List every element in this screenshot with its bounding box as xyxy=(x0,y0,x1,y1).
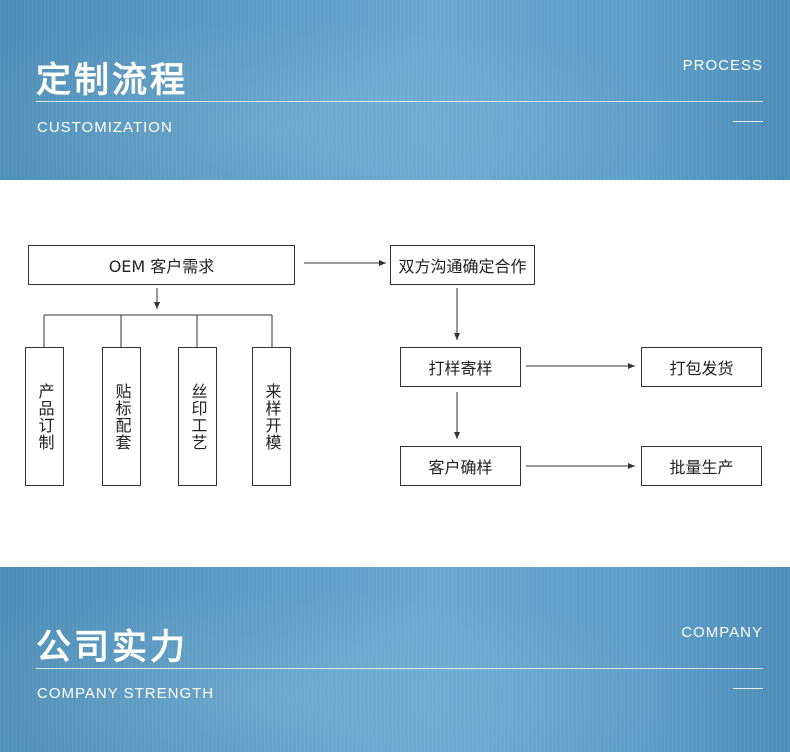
option-box-1: 产品订制 xyxy=(25,347,64,486)
process-banner: 定制流程 PROCESS CUSTOMIZATION xyxy=(0,0,790,180)
option-box-2: 贴标配套 xyxy=(102,347,141,486)
option-label-2: 贴标配套 xyxy=(112,383,132,451)
option-box-3: 丝印工艺 xyxy=(178,347,217,486)
company-subtitle: COMPANY STRENGTH xyxy=(37,685,215,702)
option-box-4: 来样开模 xyxy=(252,347,291,486)
process-divider xyxy=(36,101,763,102)
mass-production-box: 批量生产 xyxy=(641,446,762,486)
sample-send-box: 打样寄样 xyxy=(400,347,521,387)
company-right-label: COMPANY xyxy=(681,624,763,641)
option-label-3: 丝印工艺 xyxy=(188,383,208,451)
customer-confirm-box: 客户确样 xyxy=(400,446,521,486)
pack-ship-box: 打包发货 xyxy=(641,347,762,387)
process-title: 定制流程 xyxy=(36,61,189,101)
option-label-1: 产品订制 xyxy=(35,383,55,451)
option-label-4: 来样开模 xyxy=(262,383,282,451)
negotiate-box: 双方沟通确定合作 xyxy=(390,245,535,285)
oem-demand-box: OEM 客户需求 xyxy=(28,245,295,285)
company-title: 公司实力 xyxy=(36,628,189,668)
company-banner: 公司实力 COMPANY COMPANY STRENGTH xyxy=(0,567,790,752)
company-divider xyxy=(36,668,763,669)
process-dash xyxy=(733,121,763,122)
process-subtitle: CUSTOMIZATION xyxy=(37,119,173,136)
process-right-label: PROCESS xyxy=(682,57,763,74)
company-dash xyxy=(733,688,763,689)
